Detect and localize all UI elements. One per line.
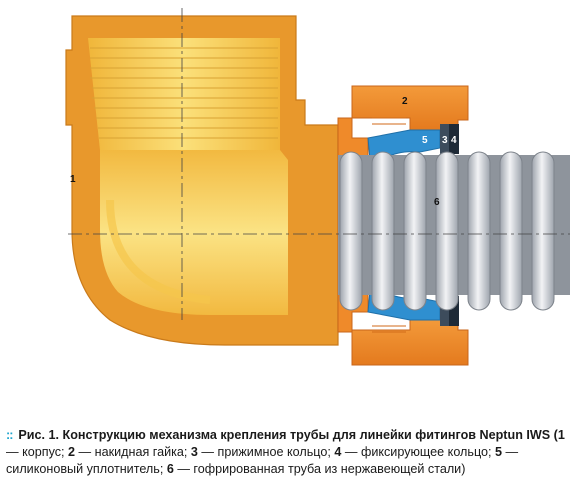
caption-text-3: — прижимное кольцо; bbox=[197, 445, 335, 459]
clamp-ring-top bbox=[440, 124, 449, 154]
caption-title: Рис. 1. Конструкцию механизма крепления … bbox=[18, 428, 558, 442]
label-body: 1 bbox=[70, 174, 76, 185]
passage-bend-shade bbox=[106, 199, 211, 304]
corrugated-pipe bbox=[338, 151, 570, 311]
lock-ring-bottom bbox=[449, 296, 459, 326]
union-nut bbox=[351, 85, 469, 131]
fitting-cross-section-diagram: 1 2 5 3 4 6 bbox=[65, 8, 570, 366]
caption-num-3: 3 bbox=[190, 445, 198, 459]
caption-num-2: 2 bbox=[68, 445, 76, 459]
thread-lines bbox=[90, 47, 278, 139]
label-seal: 5 bbox=[422, 135, 428, 146]
label-nut: 2 bbox=[402, 96, 408, 107]
caption-text-1: — корпус; bbox=[6, 445, 69, 459]
figure-caption: ::Рис. 1. Конструкцию механизма креплени… bbox=[6, 427, 566, 478]
caption-marker: :: bbox=[6, 428, 13, 442]
label-clamp-ring: 3 bbox=[442, 135, 448, 146]
clamp-ring-bottom bbox=[440, 296, 449, 326]
caption-text-2: — накидная гайка; bbox=[75, 445, 191, 459]
label-pipe: 6 bbox=[434, 197, 440, 208]
caption-text-4: — фиксирующее кольцо; bbox=[341, 445, 496, 459]
lock-ring-top bbox=[449, 124, 459, 154]
caption-num-4: 4 bbox=[334, 445, 342, 459]
caption-num-1: 1 bbox=[557, 428, 565, 442]
caption-num-5: 5 bbox=[495, 445, 503, 459]
label-lock-ring: 4 bbox=[451, 135, 457, 146]
nut-thread bbox=[372, 117, 406, 333]
threaded-bore bbox=[88, 38, 280, 150]
caption-num-6: 6 bbox=[166, 462, 174, 476]
flow-passage bbox=[100, 150, 288, 315]
caption-text-6: — гофрированная труба из нержавеющей ста… bbox=[173, 462, 466, 476]
union-nut-lower bbox=[351, 319, 469, 366]
caption-text-5: — силиконо­вый уплотнитель; bbox=[6, 445, 519, 476]
